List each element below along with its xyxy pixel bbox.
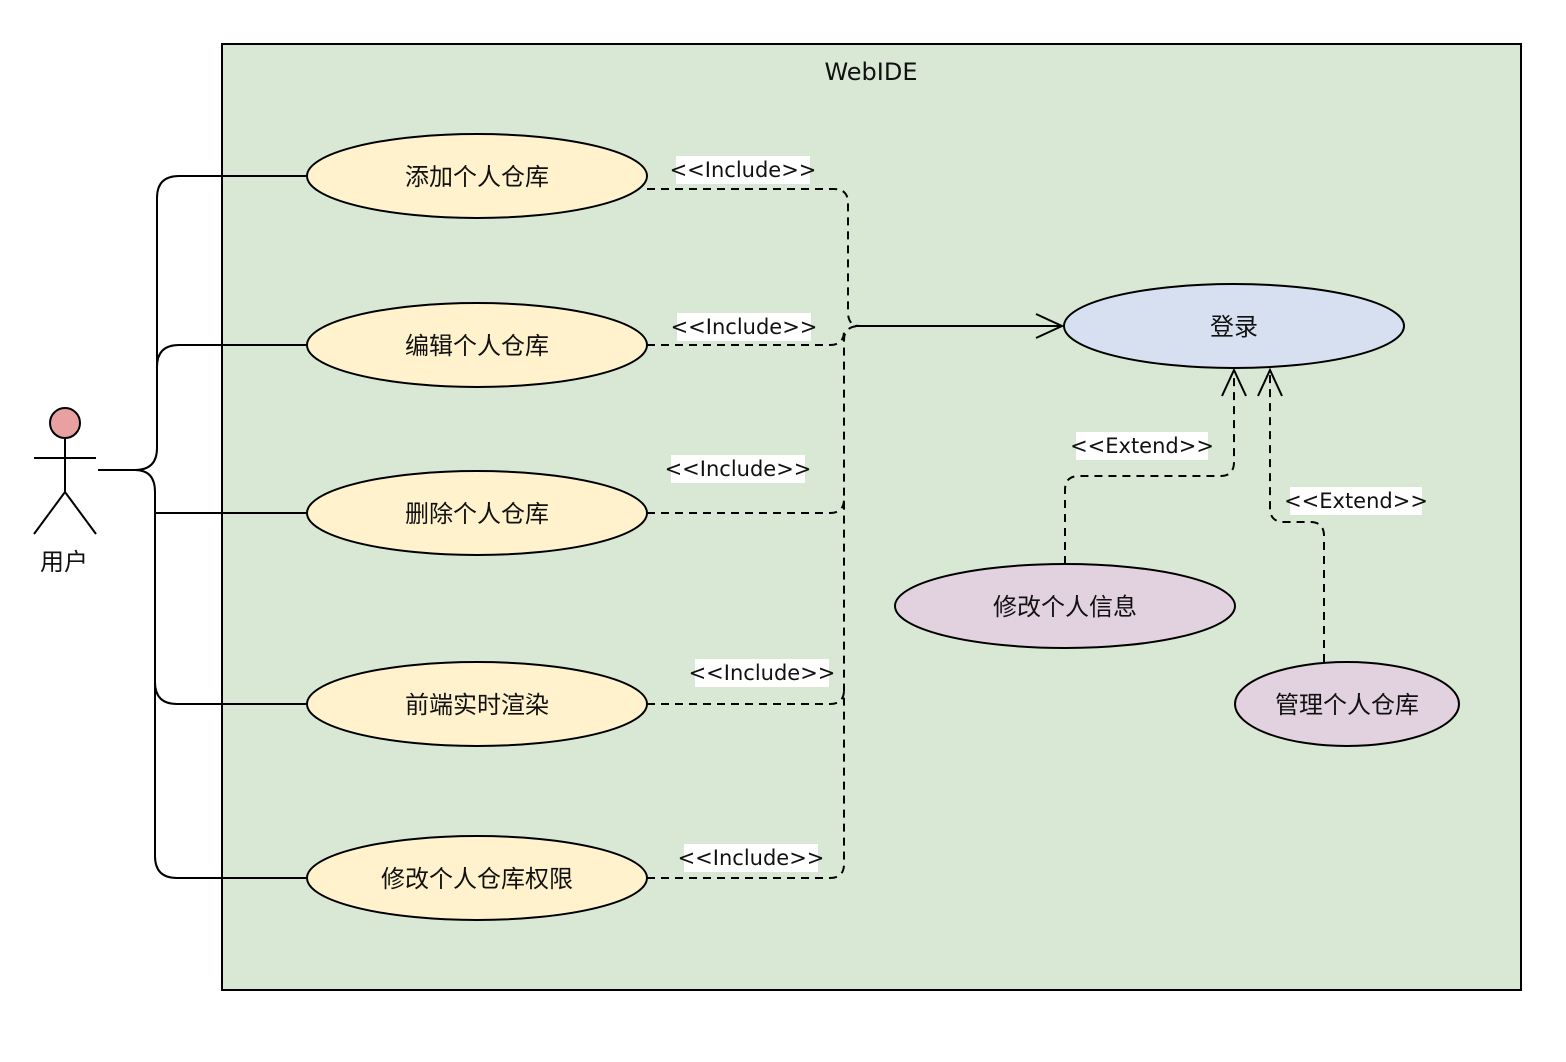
include-label-bg-3 (671, 455, 805, 483)
include-label-bg-4 (695, 659, 829, 687)
relation-labels: <<Include>> <<Include>> <<Include>> <<In… (665, 156, 1428, 872)
use-case-manage-repo[interactable]: 管理个人仓库 (1234, 661, 1460, 747)
actor-left-leg (33, 491, 66, 535)
use-case-label: 修改个人信息 (993, 593, 1137, 621)
use-case-label: 编辑个人仓库 (405, 332, 549, 360)
include-edge-render (647, 689, 845, 705)
use-case-ellipse (1063, 283, 1405, 369)
extend-edge-manage-repo (1269, 372, 1325, 662)
use-case-ellipse (306, 835, 648, 921)
extend-arrow-head-1 (1221, 367, 1247, 397)
extend-connectors (1064, 367, 1325, 662)
actor-right-leg (64, 491, 97, 535)
extend-label-bg-1 (1076, 432, 1208, 460)
actor-label: 用户 (40, 548, 88, 576)
use-case-edit-repo[interactable]: 编辑个人仓库 (306, 302, 648, 388)
include-label-3: <<Include>> (665, 457, 812, 481)
extend-label-2: <<Extend>> (1284, 489, 1428, 513)
include-label-5: <<Include>> (678, 846, 825, 870)
extend-label-bg-2 (1290, 487, 1422, 515)
use-case-label: 前端实时渲染 (405, 691, 549, 719)
actor-head (49, 407, 81, 439)
use-case-ellipse (894, 563, 1236, 649)
associations (98, 175, 308, 879)
include-arrow-head (1035, 313, 1065, 339)
use-case-label: 管理个人仓库 (1275, 691, 1419, 719)
use-case-label: 添加个人仓库 (405, 163, 549, 191)
use-case-edit-info[interactable]: 修改个人信息 (894, 563, 1236, 649)
include-label-bg-2 (677, 313, 811, 341)
use-case-add-repo[interactable]: 添加个人仓库 (306, 133, 648, 219)
use-case-label: 删除个人仓库 (405, 500, 549, 528)
include-edge-edit (647, 330, 845, 346)
extend-arrow-head-2 (1257, 367, 1283, 397)
include-label-bg-5 (684, 844, 818, 872)
assoc-repo-permission (154, 682, 308, 879)
include-label-4: <<Include>> (689, 661, 836, 685)
extend-label-1: <<Extend>> (1070, 434, 1214, 458)
include-edge-permission (647, 325, 861, 879)
use-case-repo-permission[interactable]: 修改个人仓库权限 (306, 835, 648, 921)
use-case-render[interactable]: 前端实时渲染 (306, 661, 648, 747)
use-case-ellipse (306, 133, 648, 219)
assoc-delete-repo (98, 469, 308, 514)
include-connectors (647, 188, 1065, 879)
assoc-edit-repo (156, 344, 308, 368)
use-case-ellipse (306, 470, 648, 556)
use-case-ellipse (306, 661, 648, 747)
actor-user[interactable]: 用户 (33, 407, 97, 576)
system-title: WebIDE (824, 58, 917, 86)
use-case-ellipse (306, 302, 648, 388)
use-case-label: 修改个人仓库权限 (381, 865, 573, 893)
include-label-bg-1 (676, 156, 810, 184)
include-label-2: <<Include>> (671, 315, 818, 339)
include-label-1: <<Include>> (670, 158, 817, 182)
use-case-delete-repo[interactable]: 删除个人仓库 (306, 470, 648, 556)
use-case-ellipse (1234, 661, 1460, 747)
assoc-add-repo (98, 175, 308, 471)
extend-edge-edit-info (1064, 372, 1235, 564)
use-case-label: 登录 (1210, 313, 1258, 341)
use-case-login[interactable]: 登录 (1063, 283, 1405, 369)
